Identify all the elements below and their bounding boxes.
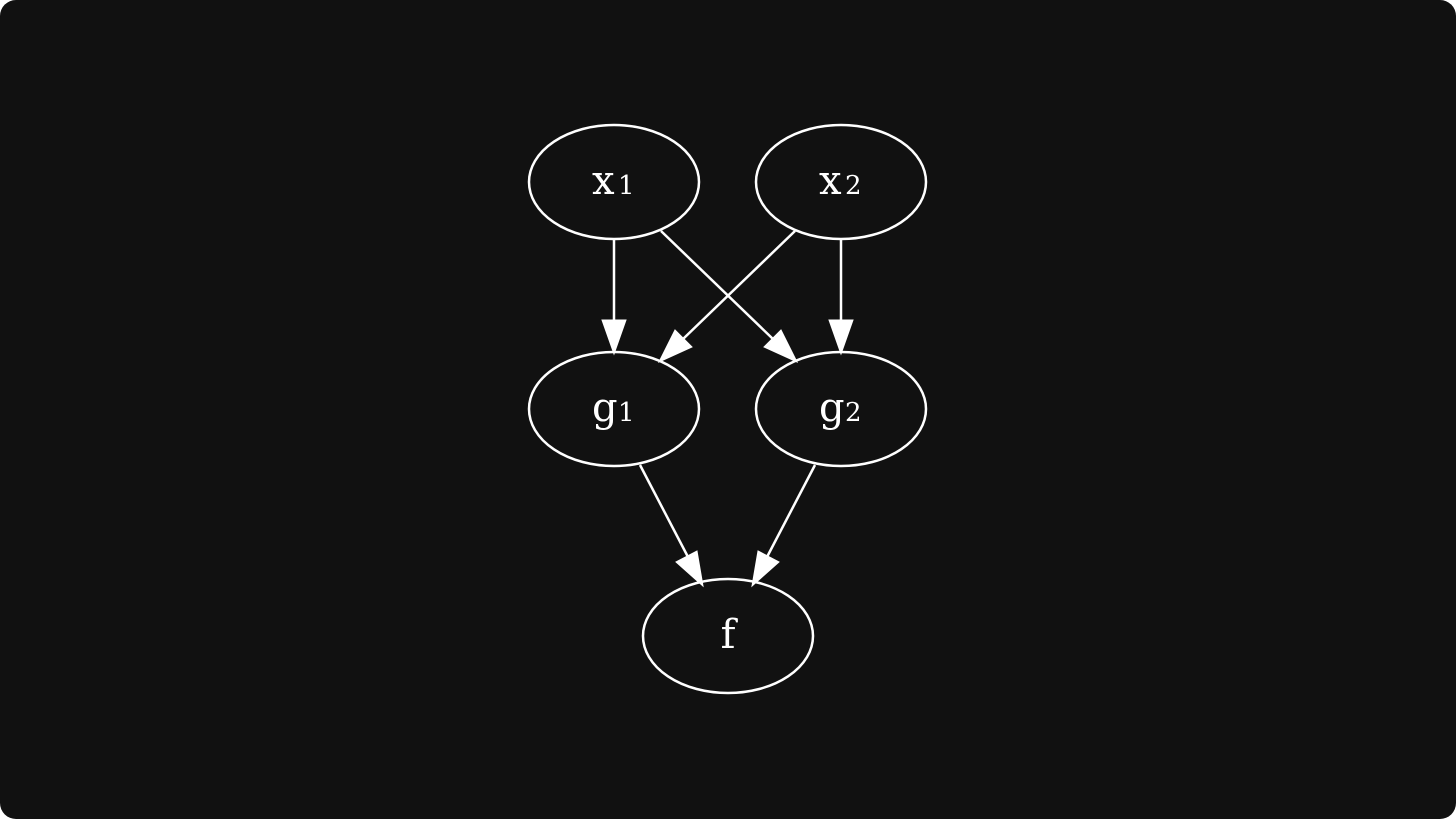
node-x2-ellipse <box>754 123 928 241</box>
node-x2: x 2 <box>754 123 928 241</box>
edge-x1-g2 <box>660 230 799 364</box>
node-x1-label: x <box>592 158 615 204</box>
node-g1-subscript: 1 <box>618 398 635 428</box>
node-g2-subscript: 2 <box>845 398 862 428</box>
node-x2-subscript: 2 <box>845 171 862 201</box>
node-f-label: f <box>721 612 739 658</box>
edge-g2-f <box>751 464 817 588</box>
node-g1-ellipse <box>527 350 701 468</box>
edge-x2-g2 <box>828 239 854 356</box>
nodes-layer: x 1 x 2 g 1 g 2 <box>527 123 928 695</box>
edge-x2-g1 <box>657 230 796 364</box>
node-f-ellipse <box>641 577 815 695</box>
node-g2-label: g <box>819 385 845 431</box>
edge-x1-g1 <box>601 239 627 356</box>
node-g1-label: g <box>592 385 618 431</box>
node-g2: g 2 <box>754 350 928 468</box>
node-x1-ellipse <box>527 123 701 241</box>
edges-layer <box>601 230 854 588</box>
node-f: f <box>641 577 815 695</box>
node-g2-ellipse <box>754 350 928 468</box>
edge-g1-f <box>638 464 704 588</box>
node-x1: x 1 <box>527 123 701 241</box>
node-x1-subscript: 1 <box>618 171 635 201</box>
node-x2-label: x <box>819 158 842 204</box>
node-g1: g 1 <box>527 350 701 468</box>
